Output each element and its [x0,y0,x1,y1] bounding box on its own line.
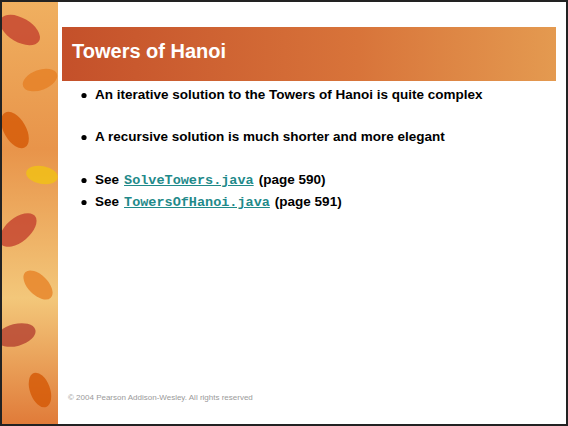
bullet-item: See TowersOfHanoi.java (page 591) [95,193,510,212]
bullet-text: See [95,172,119,187]
leaf-shape [25,163,60,186]
bullet-item: See SolveTowers.java (page 590) [95,171,510,190]
leaf-shape [0,107,35,153]
title-band [62,27,556,81]
copyright-note: © 2004 Pearson Addison-Wesley. All right… [68,393,253,402]
leaf-shape [0,319,38,351]
bullet-item: An iterative solution to the Towers of H… [95,86,510,104]
bullet-dot [81,200,86,205]
leaf-decoration [0,9,60,411]
bullet-text: (page 590) [259,172,326,187]
file-link: SolveTowers.java [124,173,254,188]
slide-title: Towers of Hanoi [72,40,226,63]
leaf-shape [20,64,61,95]
leaf-strip [0,0,58,426]
leaf-shape [0,207,43,254]
bullet-dot [81,93,86,98]
bullet-marks [81,93,86,205]
bullet-dot [81,135,86,140]
bullet-text: (page 591) [275,194,342,209]
leaf-shape [24,370,55,411]
bullet-item: A recursive solution is much shorter and… [95,128,510,146]
bullet-dot [81,178,86,183]
bullet-text: See [95,194,119,209]
file-link: TowersOfHanoi.java [124,195,270,210]
bullet-text: An iterative solution to the Towers of H… [95,87,483,102]
bullet-text: A recursive solution is much shorter and… [95,129,445,144]
leaf-shape [0,9,45,52]
leaf-shape [18,265,58,305]
